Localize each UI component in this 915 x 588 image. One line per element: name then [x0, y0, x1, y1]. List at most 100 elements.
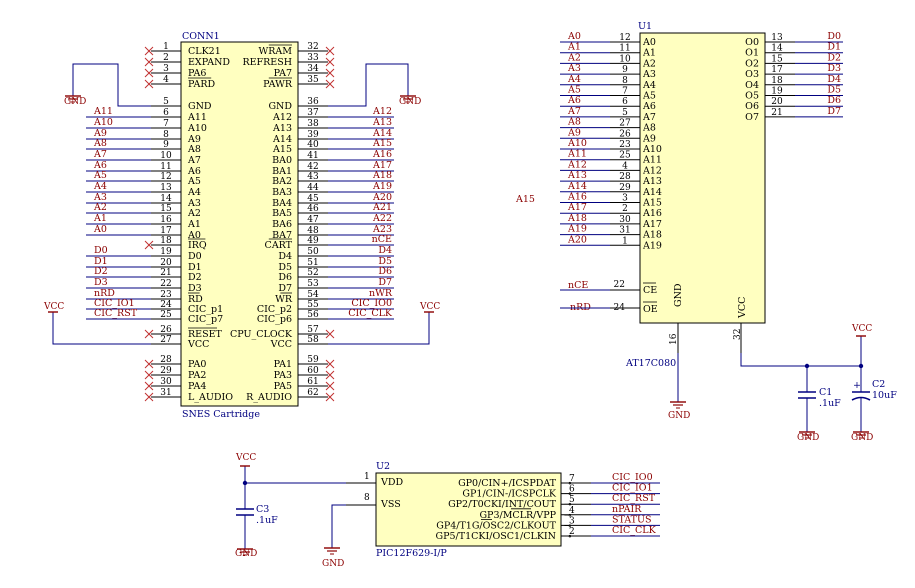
- conn1-pin-47-name: BA6: [272, 219, 292, 230]
- u1-oe-name: OE: [643, 304, 658, 315]
- conn1-pin-32-nc-b: [325, 46, 335, 56]
- u1-pin-14-name: O1: [745, 48, 759, 59]
- u1-pin-14-num: 14: [771, 44, 783, 54]
- conn1-pin-55-net: CIC_IO0: [351, 298, 392, 309]
- u1-pin-17-net: D3: [827, 63, 841, 74]
- u1-pin-31-net: A19: [567, 224, 587, 235]
- conn1-pin-15-name: A2: [187, 208, 201, 219]
- u2-pin-4-net: nPAIR: [612, 504, 642, 515]
- conn1-pin-46-net: A21: [372, 202, 392, 213]
- u1-pin-4-name: A12: [642, 165, 662, 176]
- conn1-pin-30-num: 30: [160, 377, 172, 387]
- u2-pin-7-num: 7: [569, 474, 575, 484]
- conn1-pin-38-name: A13: [272, 123, 292, 134]
- u1-pin-6-num: 6: [622, 97, 628, 107]
- u1-pin-31-name: A18: [642, 230, 662, 241]
- conn1-pin-18-nc-b: [144, 240, 154, 250]
- conn1-pin-39-name: A14: [272, 134, 292, 145]
- u1-gnd-num: 16: [669, 333, 679, 345]
- conn1-pin-31-nc-b: [144, 392, 154, 402]
- c1-ref: C1: [819, 387, 832, 398]
- conn1-pin-42-name: BA1: [272, 166, 292, 177]
- conn1-pin-38-net: A13: [372, 117, 392, 128]
- conn1-pin-54-name: WR: [275, 294, 293, 305]
- gnd-label-conn-right: GND: [399, 97, 421, 107]
- conn1-pin-46-num: 46: [307, 204, 319, 214]
- u2-pin-3-num: 3: [569, 516, 575, 526]
- conn1-pin-24-net: CIC_IO1: [94, 298, 135, 309]
- conn1-pin-52-net: D6: [378, 266, 392, 277]
- u1-pin-17-name: O3: [745, 69, 759, 80]
- u1-pin-25-net: A11: [567, 149, 587, 160]
- u1-pin-10-net: A2: [567, 52, 581, 63]
- conn1-pin-40-net: A15: [372, 138, 392, 149]
- u1-pin-28-net: A13: [567, 170, 587, 181]
- conn1-pin-1-name: CLK21: [188, 46, 221, 57]
- u1-pin-13-num: 13: [771, 33, 783, 43]
- conn1-pin-5-name: GND: [188, 101, 212, 112]
- u1-pin-10-num: 10: [619, 54, 631, 64]
- conn1-pin-36-name: GND: [268, 101, 292, 112]
- u1-pin-21-name: O7: [745, 112, 759, 123]
- conn1-pin-6-num: 6: [163, 108, 169, 118]
- conn1-pin-35-nc-b: [325, 79, 335, 89]
- u1-pin-1-net: A20: [567, 234, 587, 245]
- conn1-ref: CONN1: [182, 31, 220, 42]
- u1-pin-9-num: 9: [622, 65, 628, 75]
- u2-pin-3-net: STATUS: [612, 514, 652, 525]
- u1-pin-29-num: 29: [619, 183, 631, 193]
- u1-pin-11-num: 11: [619, 44, 630, 54]
- conn1-pin-47-net: A22: [372, 213, 392, 224]
- conn1-pin-3-name: PA6: [188, 68, 206, 79]
- u1-pin-3-name: A15: [642, 198, 662, 209]
- conn1-pin-56-num: 56: [307, 310, 319, 320]
- u1-pin-8-num: 8: [622, 76, 628, 86]
- conn1-pin-12-net: A5: [93, 170, 107, 181]
- conn1-pin-26-name: RESET: [188, 329, 223, 340]
- conn1-pin-33-nc-b: [325, 57, 335, 67]
- u1-ref: U1: [638, 21, 652, 32]
- conn1-pin-34-num: 34: [307, 64, 319, 74]
- gnd-label-u1: GND: [668, 411, 690, 421]
- conn1-pin-45-name: BA4: [272, 198, 292, 209]
- conn1-pin-39-net: A14: [372, 128, 392, 139]
- conn1-pin-21-name: D2: [188, 272, 202, 283]
- conn1-pin-35-name: PAWR: [263, 79, 293, 90]
- conn1-pin-56-net: CIC_CLK: [348, 308, 393, 319]
- u2-body[interactable]: [375, 472, 562, 547]
- conn1-pin-50-name: D4: [278, 251, 292, 262]
- u1-pin-12-net: A0: [567, 31, 581, 42]
- conn1-pin-41-net: A16: [372, 149, 392, 160]
- conn1-pin-26-num: 26: [160, 325, 172, 335]
- conn1-pin-57-nc-b: [325, 329, 335, 339]
- u2-pin-2-name: GP5/T1CKI/OSC1/CLKIN: [436, 531, 556, 542]
- conn1-pin-61-name: PA5: [274, 381, 292, 392]
- conn1-pin-10-num: 10: [160, 151, 172, 161]
- conn1-pin-50-net: D4: [378, 245, 392, 256]
- conn1-pin-57-name: CPU_CLOCK: [230, 329, 293, 340]
- conn1-pin-60-name: PA3: [274, 370, 292, 381]
- conn1-pin-31-name: L_AUDIO: [188, 392, 233, 403]
- u2-pin-6-num: 6: [569, 485, 575, 495]
- u1-pin-23-net: A10: [567, 138, 587, 149]
- conn1-pin-58-num: 58: [307, 335, 319, 345]
- u1-pin-6-name: A6: [642, 101, 656, 112]
- conn1-pin-45-net: A20: [372, 192, 392, 203]
- conn1-pin-54-num: 54: [307, 290, 319, 300]
- conn1-pin-29-name: PA2: [188, 370, 206, 381]
- conn1-pin-18-num: 18: [160, 236, 172, 246]
- conn1-pin-49-net: nCE: [372, 234, 392, 245]
- u2-pin-3-name: GP4/T1G/OSC2/CLKOUT: [436, 520, 556, 531]
- conn1-pin-5-num: 5: [163, 97, 169, 107]
- conn1-pin-20-num: 20: [160, 258, 172, 268]
- conn1-pin-47-num: 47: [307, 215, 319, 225]
- u1-body[interactable]: [639, 32, 766, 324]
- conn1-body[interactable]: [180, 41, 299, 407]
- conn1-pin-37-name: A12: [272, 112, 292, 123]
- u1-pin-12-name: A0: [642, 37, 656, 48]
- u1-ce-name: CE: [643, 285, 657, 296]
- conn1-pin-33-num: 33: [307, 53, 319, 63]
- conn1-pin-43-net: A18: [372, 170, 392, 181]
- u1-gnd-name: GND: [673, 283, 684, 307]
